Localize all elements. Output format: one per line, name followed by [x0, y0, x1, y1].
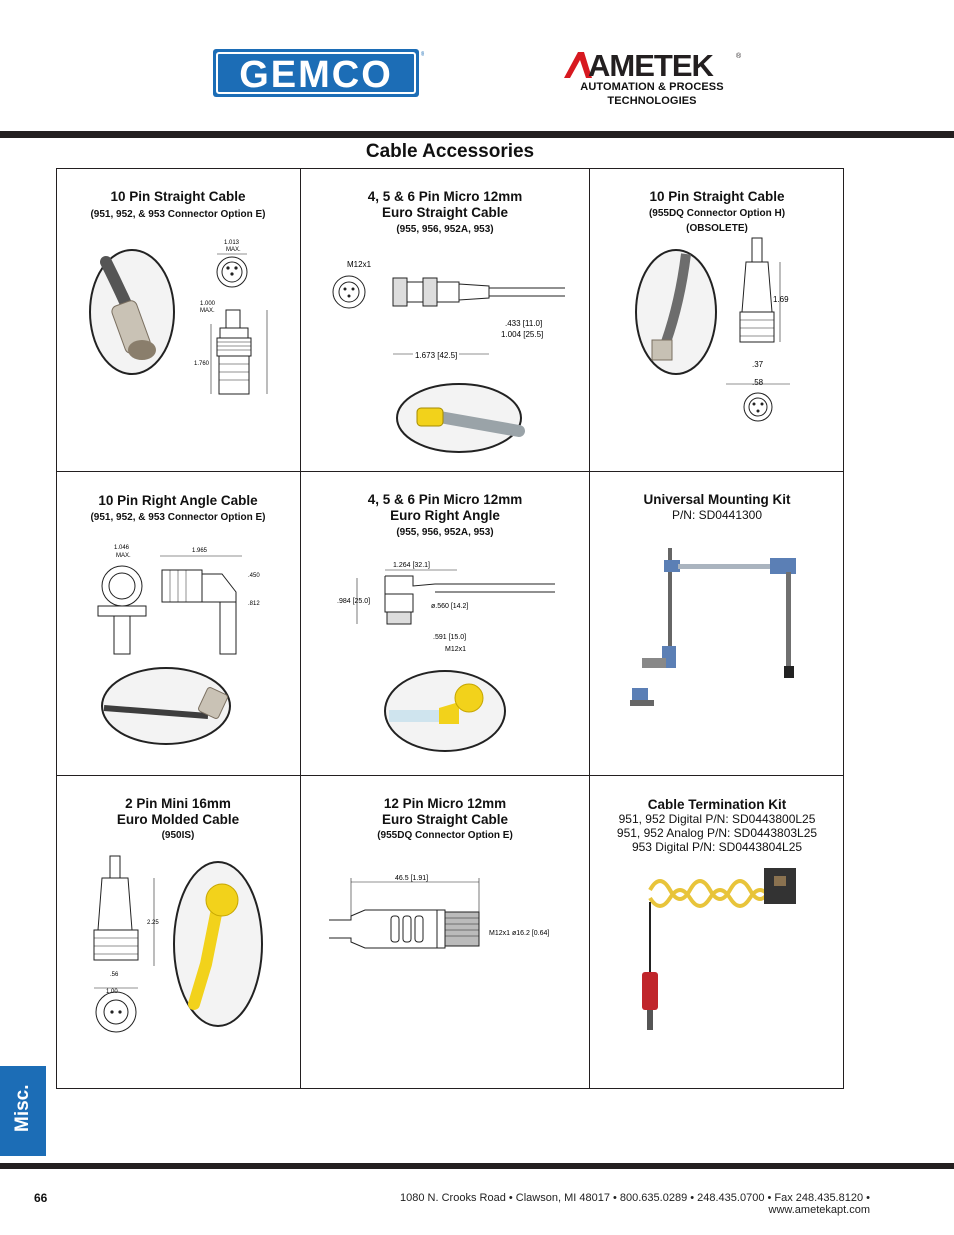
ametek-subtitle-line2: TECHNOLOGIES	[607, 95, 697, 107]
dim-label: .984 [25.0]	[337, 598, 370, 605]
dim-label: 2.25	[147, 920, 159, 926]
dim-label: ø.560 [14.2]	[431, 603, 468, 610]
ametek-subtitle: AUTOMATION & PROCESS TECHNOLOGIES	[562, 80, 742, 108]
cell-10pin-right-angle: 10 Pin Right Angle Cable (951, 952, & 95…	[56, 472, 300, 775]
cell-micro12-right-angle: 4, 5 & 6 Pin Micro 12mm Euro Right Angle…	[301, 472, 589, 775]
cell-title: Universal Mounting Kit	[643, 492, 791, 507]
part-number-line1: 951, 952 Digital P/N: SD0443800L25	[618, 812, 816, 826]
cell-title: 4, 5 & 6 Pin Micro 12mm	[367, 189, 523, 204]
part-number-line3: 953 Digital P/N: SD0443804L25	[631, 840, 803, 854]
ametek-subtitle-line1: AUTOMATION & PROCESS	[580, 81, 724, 93]
dim-label: M12x1 ø16.2 [0.64]	[489, 930, 549, 937]
svg-text:®: ®	[421, 51, 424, 58]
cell-universal-mounting-kit: Universal Mounting Kit P/N: SD0441300	[590, 472, 844, 775]
dim-label: 1.69	[773, 295, 789, 304]
dim-label: MAX.	[116, 553, 131, 559]
cell-title: 2 Pin Mini 16mm	[125, 796, 231, 811]
cell-cable-termination-kit: Cable Termination Kit 951, 952 Digital P…	[590, 776, 844, 1089]
cell-title: 10 Pin Straight Cable	[110, 189, 246, 204]
grid-divider-v2	[589, 168, 590, 1089]
right-angle-drawing: 1.046 MAX. 1.965 .450 .812	[97, 545, 260, 745]
grid-divider-h2	[56, 775, 844, 776]
dim-label: 1.000	[200, 301, 216, 307]
dim-label: .450	[248, 573, 260, 579]
ametek-logo: AMETEK ®	[564, 48, 742, 82]
cell-subtitle: (955DQ Connector Option H)	[648, 208, 786, 219]
cell-subtitle: (955DQ Connector Option E)	[377, 830, 513, 841]
cell-micro12-straight: 4, 5 & 6 Pin Micro 12mm Euro Straight Ca…	[301, 168, 589, 471]
misc-tab-label: Misc.	[12, 1084, 33, 1132]
connector-photo-and-drawing: 1.013 MAX. 1.000 MAX. 1.760	[89, 240, 268, 395]
page-number: 66	[34, 1191, 48, 1205]
dim-label: MAX.	[200, 308, 215, 314]
cell-title: 4, 5 & 6 Pin Micro 12mm	[367, 492, 523, 507]
cell-title: 10 Pin Right Angle Cable	[98, 493, 258, 508]
12pin-micro-drawing: 46.5 [1.91] M12x1 ø16.2 [0.64]	[329, 875, 549, 949]
connector-photo-and-drawing: 1.69 .37 .58	[635, 237, 790, 422]
dim-label: 46.5 [1.91]	[395, 875, 428, 882]
dim-label: .58	[752, 378, 764, 387]
dim-label: .56	[110, 972, 119, 978]
cell-10pin-straight-h: 10 Pin Straight Cable (955DQ Connector O…	[590, 168, 844, 471]
svg-text:®: ®	[736, 52, 742, 60]
cell-title-line2: Euro Straight Cable	[381, 205, 508, 220]
cell-title: 10 Pin Straight Cable	[649, 189, 785, 204]
cell-title: 12 Pin Micro 12mm	[383, 796, 507, 811]
dim-label: .812	[248, 601, 260, 607]
mini16-drawing-and-photo: 2.25 .56 1.00	[93, 855, 263, 1033]
grid-divider-v1	[300, 168, 301, 1089]
cell-2pin-mini-16mm: 2 Pin Mini 16mm Euro Molded Cable (950IS…	[56, 776, 300, 1089]
dim-label: 1.965	[192, 548, 208, 554]
gemco-logo: GEMCO ®	[213, 49, 424, 97]
mounting-kit-photo	[630, 548, 796, 706]
part-number-line2: 951, 952 Analog P/N: SD0443803L25	[616, 826, 818, 840]
cell-subtitle: (951, 952, & 953 Connector Option E)	[90, 512, 266, 523]
cell-subtitle: (950IS)	[161, 830, 195, 841]
cell-subtitle-obsolete: (OBSOLETE)	[686, 223, 748, 234]
dim-label: 1.264 [32.1]	[393, 562, 430, 569]
cell-title-line2: Euro Right Angle	[390, 508, 500, 523]
dim-label: .433 [11.0]	[505, 319, 542, 328]
gemco-logo-text: GEMCO	[239, 54, 393, 96]
dim-label: 1.046	[114, 545, 130, 551]
dim-label: .37	[752, 360, 764, 369]
product-grid	[56, 168, 844, 1089]
cell-10pin-straight-e: 10 Pin Straight Cable (951, 952, & 953 C…	[56, 168, 300, 471]
termination-kit-photo	[642, 868, 796, 1030]
micro12-right-angle-drawing: 1.264 [32.1] .984 [25.0] ø.560 [14.2] .5…	[337, 562, 555, 752]
ametek-logo-text: AMETEK	[588, 48, 715, 82]
cell-subtitle: (951, 952, & 953 Connector Option E)	[90, 209, 266, 220]
top-rule	[0, 131, 954, 138]
footer-address: 1080 N. Crooks Road • Clawson, MI 48017 …	[400, 1192, 870, 1216]
cell-title-line2: Euro Straight Cable	[381, 812, 508, 827]
cell-subtitle: (955, 956, 952A, 953)	[396, 527, 494, 538]
cell-title: Cable Termination Kit	[647, 797, 787, 812]
micro12-straight-drawing: M12x1 .433 [11.0] 1.004 [25.5] 1.673 [42…	[332, 260, 565, 453]
grid-divider-h1	[56, 471, 844, 472]
dim-label: MAX.	[226, 247, 241, 253]
dim-label: 1.004 [25.5]	[501, 330, 543, 339]
cell-subtitle: (955, 956, 952A, 953)	[396, 224, 494, 235]
misc-section-tab: Misc.	[0, 1066, 46, 1156]
dim-label: 1.673 [42.5]	[415, 351, 457, 360]
bottom-rule	[0, 1163, 954, 1169]
dim-label: 1.013	[224, 240, 240, 246]
dim-label: M12x1	[445, 646, 466, 653]
dim-label: .591 [15.0]	[433, 634, 466, 641]
page-title: Cable Accessories	[365, 141, 535, 162]
cell-title-line2: Euro Molded Cable	[116, 812, 240, 827]
cell-12pin-micro-12mm: 12 Pin Micro 12mm Euro Straight Cable (9…	[301, 776, 589, 1089]
dim-label: M12x1	[347, 260, 372, 269]
part-number: P/N: SD0441300	[671, 508, 763, 522]
dim-label: 1.760	[194, 361, 210, 367]
